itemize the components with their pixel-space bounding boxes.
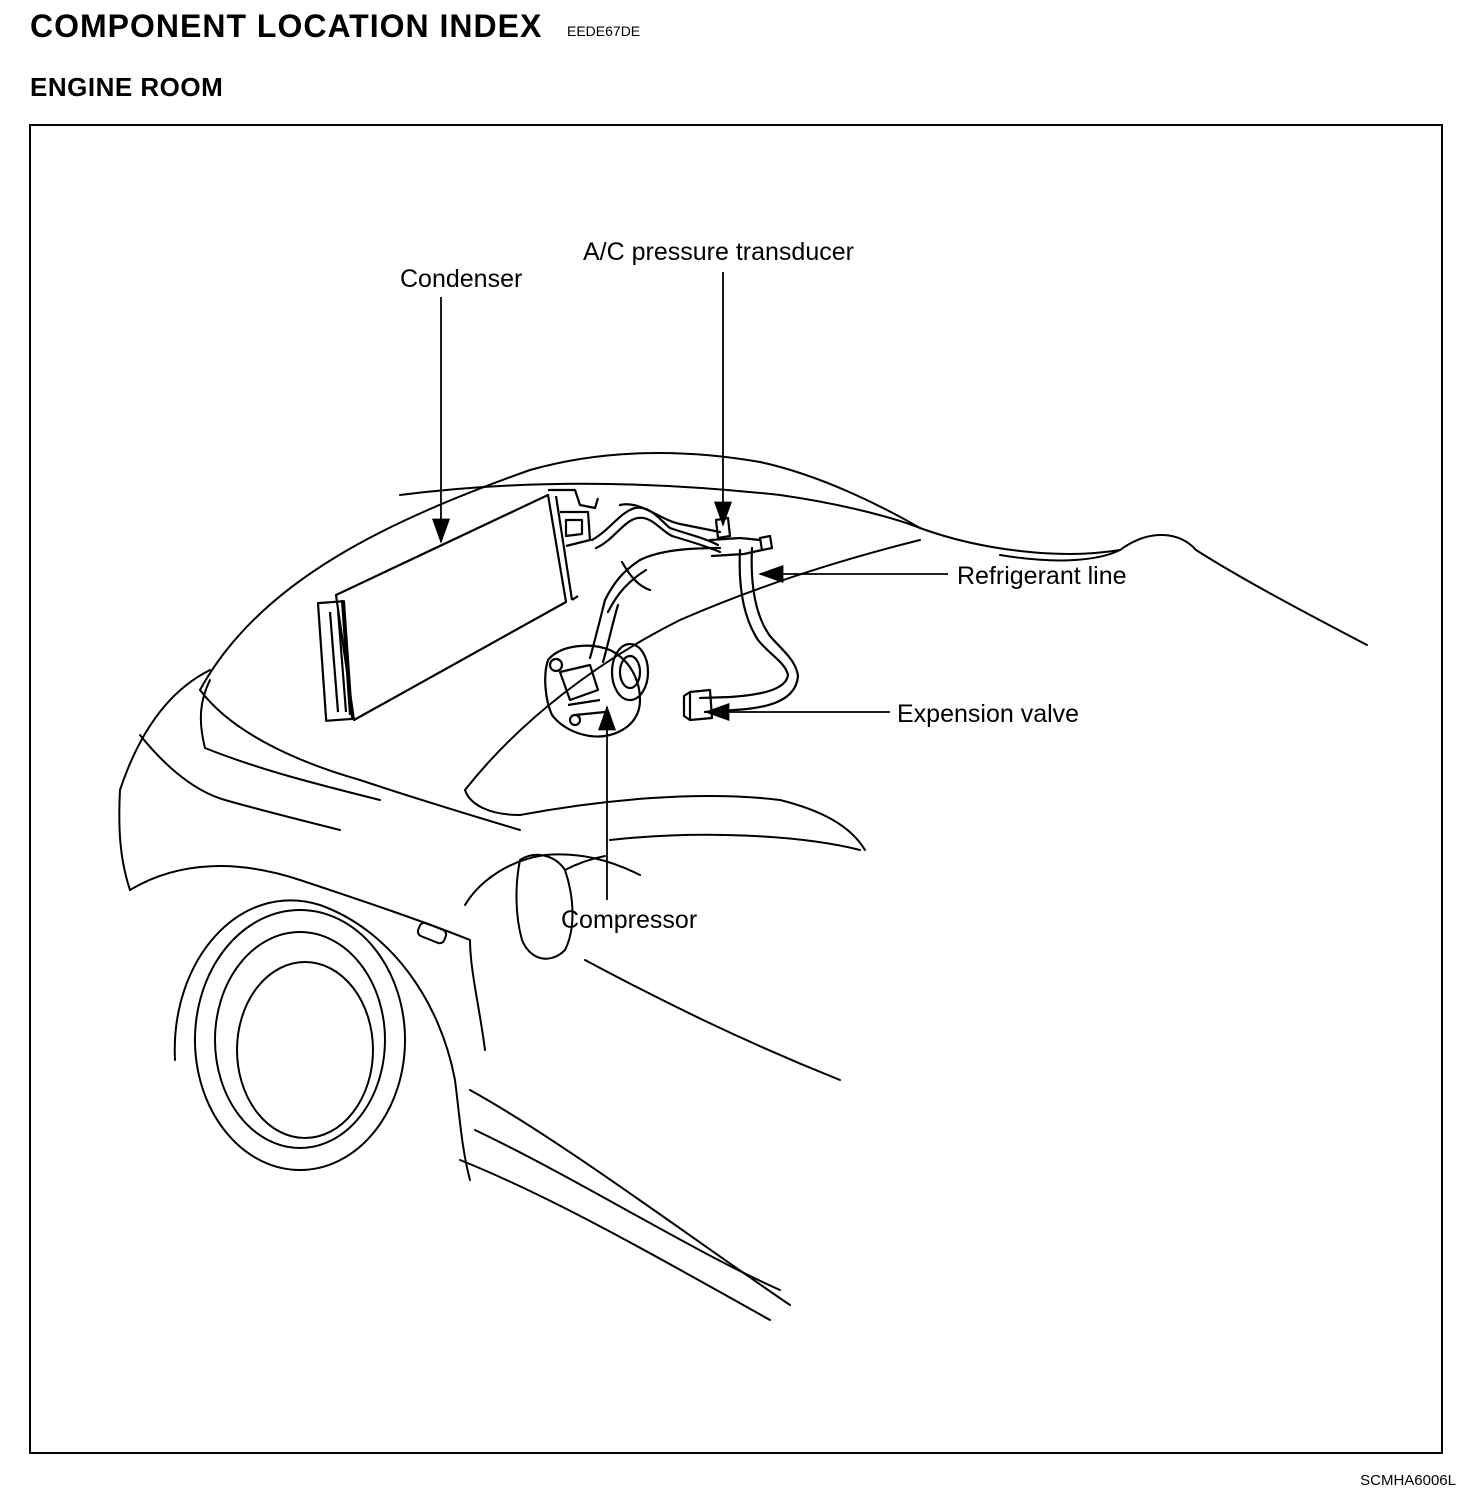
refrigerant-line-component [588,503,800,722]
compressor-component [544,642,650,738]
transducer-label: A/C pressure transducer [583,238,854,266]
illustration-frame [29,124,1443,1454]
compressor-label: Compressor [561,906,697,934]
condenser-label: Condenser [400,265,522,293]
refrigerant-line-label: Refrigerant line [957,562,1127,590]
section-heading: ENGINE ROOM [30,72,224,102]
car-outline [118,451,1368,1321]
document-code: EEDE67DE [567,23,641,39]
condenser-component [316,488,600,722]
leader-lines [432,272,948,900]
page-title: COMPONENT LOCATION INDEX [30,8,543,44]
expansion-valve-label: Expension valve [897,700,1079,728]
figure-code: SCMHA6006L [1360,1472,1456,1489]
